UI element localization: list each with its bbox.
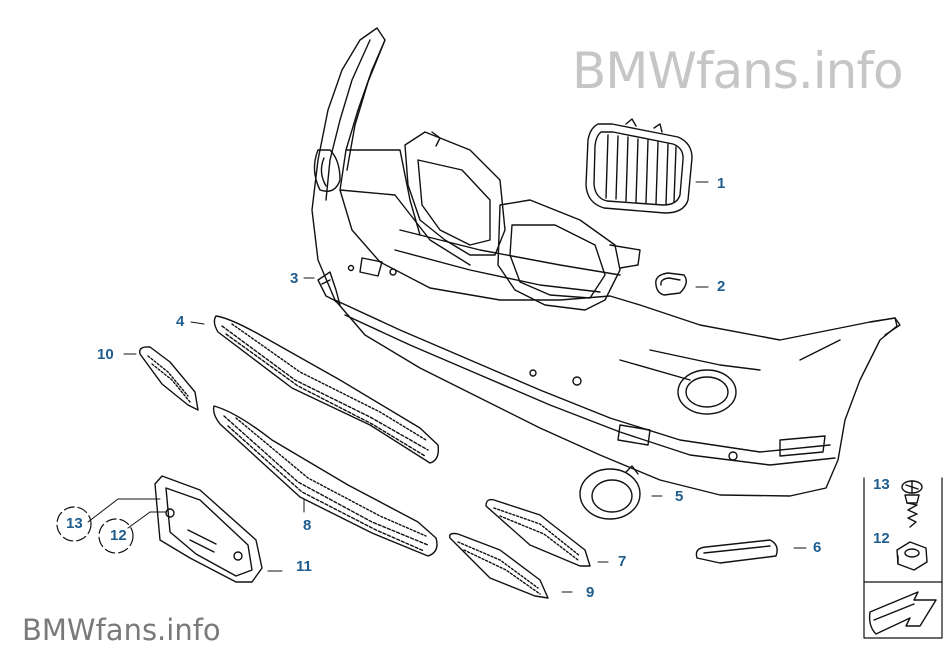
callout-13-plate: 13 [66, 515, 83, 532]
hardware-panel [863, 477, 943, 639]
leader-lines [87, 181, 807, 593]
callout-4: 4 [176, 313, 185, 330]
callout-2: 2 [717, 278, 725, 295]
callout-6: 6 [813, 539, 821, 556]
kidney-grille [585, 118, 693, 214]
callout-5: 5 [675, 488, 683, 505]
arrow-icon [868, 591, 937, 635]
lower-mesh-grille [212, 405, 438, 557]
mesh-insert-right [485, 498, 591, 567]
fog-light-ring [579, 465, 641, 520]
front-bumper [311, 27, 901, 497]
callout-13-screw: 13 [873, 476, 890, 493]
upper-mesh-grille [213, 315, 440, 464]
watermark-top: BMWfans.info [572, 42, 904, 100]
callout-12-nut: 12 [873, 530, 890, 547]
nut-icon [896, 541, 928, 571]
screw-icon [901, 480, 923, 528]
cover-cap [655, 272, 687, 296]
callout-3: 3 [290, 270, 298, 287]
license-plate-base [154, 475, 263, 583]
callout-circle-13 [56, 506, 92, 542]
callout-10: 10 [97, 346, 114, 363]
side-mesh-small [139, 346, 199, 411]
callout-7: 7 [618, 553, 626, 570]
mesh-insert-left [448, 532, 549, 599]
callout-11: 11 [296, 558, 312, 575]
watermark-bottom: BMWfans.info [22, 613, 221, 647]
callout-8: 8 [303, 517, 311, 534]
bracket-small [317, 271, 341, 306]
callout-9: 9 [586, 584, 594, 601]
callout-12-plate: 12 [110, 527, 127, 544]
callout-1: 1 [717, 175, 725, 192]
callout-circle-12 [98, 518, 134, 554]
reflector-strip [695, 539, 778, 564]
